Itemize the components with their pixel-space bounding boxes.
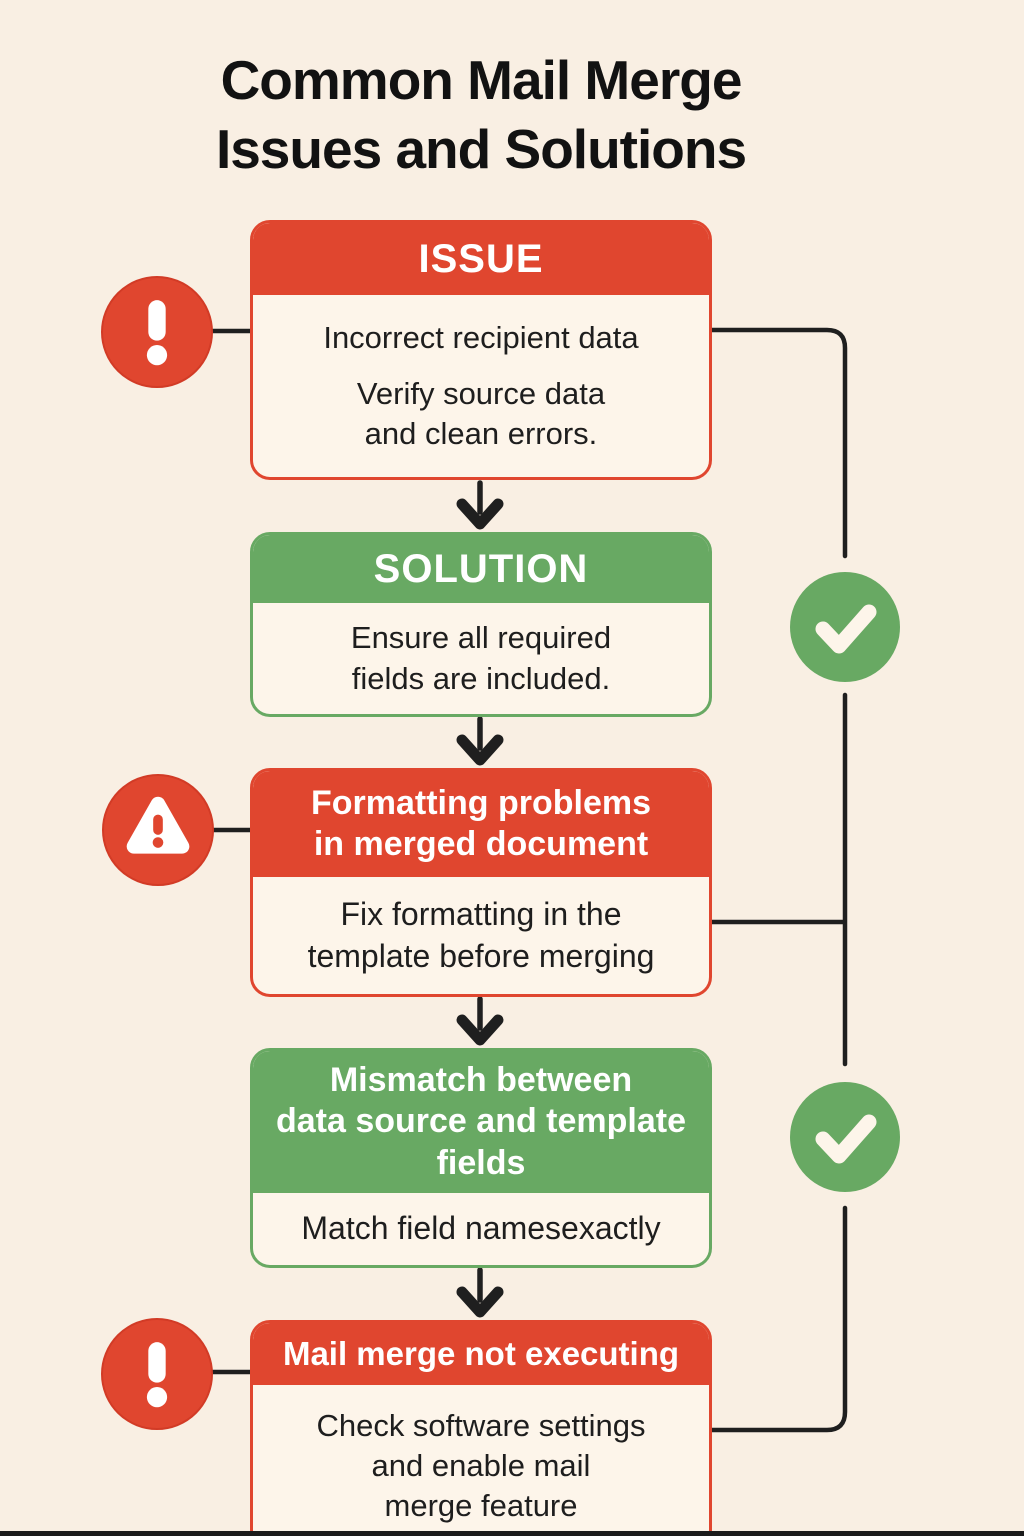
spine-top	[707, 327, 848, 559]
flow-box-issue-3: Mail merge not executing Check software …	[250, 1320, 712, 1536]
box1-fix-text: Verify source data and clean errors.	[356, 375, 606, 452]
check-circle-icon	[790, 1082, 900, 1192]
box2-header: SOLUTION	[253, 535, 709, 603]
flow-box-issue-2: Formatting problems in merged document F…	[250, 768, 712, 997]
box1-issue-text: Incorrect recipient data	[323, 319, 639, 355]
alert-circle-icon	[101, 276, 213, 388]
arrow-box4-box5-head	[456, 1286, 504, 1318]
box2-body: Ensure all required fields are included.	[253, 603, 709, 714]
spine-bottom	[707, 1205, 848, 1433]
alert-circle-icon	[101, 1318, 213, 1430]
box4-match-text: Match field namesexactly	[301, 1210, 661, 1247]
flow-box-issue-1: ISSUE Incorrect recipient data Verify so…	[250, 220, 712, 480]
warning-triangle-icon	[102, 774, 214, 886]
flow-box-solution-2: Mismatch between data source and templat…	[250, 1048, 712, 1268]
box3-body: Fix formatting in the template before me…	[253, 877, 709, 994]
box4-body: Match field namesexactly	[253, 1193, 709, 1265]
box5-fix-text: Check software settings and enable mail …	[316, 1407, 646, 1524]
flow-box-solution-1: SOLUTION Ensure all required fields are …	[250, 532, 712, 717]
box1-header: ISSUE	[253, 223, 709, 295]
box2-solution-text: Ensure all required fields are included.	[350, 620, 612, 696]
box4-header: Mismatch between data source and templat…	[253, 1051, 709, 1193]
arrow-box3-box4-head	[456, 1014, 504, 1046]
check-circle-icon	[790, 572, 900, 682]
box3-header: Formatting problems in merged document	[253, 771, 709, 877]
box1-body: Incorrect recipient data Verify source d…	[253, 295, 709, 477]
bottom-edge-bar	[0, 1531, 1024, 1536]
box5-header: Mail merge not executing	[253, 1323, 709, 1385]
box3-fix-text: Fix formatting in the template before me…	[307, 895, 655, 974]
box5-body: Check software settings and enable mail …	[253, 1385, 709, 1536]
arrow-box1-box2-head	[456, 498, 504, 530]
page-title: Common Mail Merge Issues and Solutions	[215, 49, 747, 181]
arrow-box2-box3-head	[456, 734, 504, 766]
